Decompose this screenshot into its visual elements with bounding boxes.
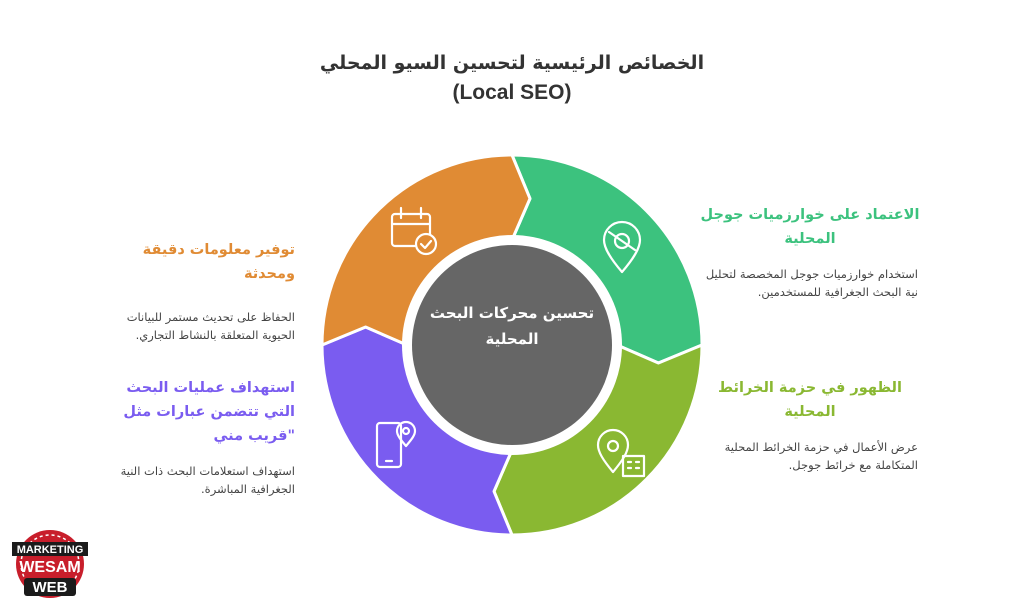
location-pin-icon (602, 220, 642, 274)
center-label: تحسين محركات البحث المحلية (429, 304, 595, 348)
feature-heading: الاعتماد على خوارزميات جوجل المحلية (700, 207, 920, 247)
title-line-2: (Local SEO) (452, 81, 572, 104)
logo-line-2: WESAM (19, 559, 80, 576)
logo-line-3: WEB (33, 579, 68, 596)
feature-accurate-info: توفير معلومات دقيقة ومحدثة الحفاظ على تح… (100, 238, 295, 344)
feature-heading: استهداف عمليات البحث التي تتضمن عبارات م… (123, 380, 295, 444)
mobile-location-icon (375, 420, 417, 469)
feature-google-algorithms: الاعتماد على خوارزميات جوجل المحلية استخ… (700, 203, 920, 301)
title-line-1: الخصائص الرئيسية لتحسين السيو المحلي (319, 52, 705, 74)
wesam-web-logo: MARKETING WESAM WEB (12, 530, 88, 598)
feature-heading: الظهور في حزمة الخرائط المحلية (718, 380, 902, 420)
center-circle (412, 245, 612, 445)
feature-description: استهداف استعلامات البحث ذات النية الجغرا… (120, 464, 295, 496)
feature-heading: توفير معلومات دقيقة ومحدثة (142, 242, 295, 282)
feature-local-map-pack: الظهور في حزمة الخرائط المحلية عرض الأعم… (700, 376, 920, 474)
feature-description: الحفاظ على تحديث مستمر للبيانات الحيوية … (126, 310, 295, 342)
logo-line-1: MARKETING (17, 544, 84, 556)
feature-description: عرض الأعمال في حزمة الخرائط المحلية المت… (724, 440, 918, 472)
feature-description: استخدام خوارزميات جوجل المخصصة لتحليل ني… (705, 267, 918, 299)
feature-near-me-search: استهداف عمليات البحث التي تتضمن عبارات م… (100, 376, 295, 498)
calendar-check-icon (390, 206, 438, 256)
diagram-title: الخصائص الرئيسية لتحسين السيو المحلي (Lo… (0, 48, 1024, 108)
map-building-icon (596, 428, 646, 478)
